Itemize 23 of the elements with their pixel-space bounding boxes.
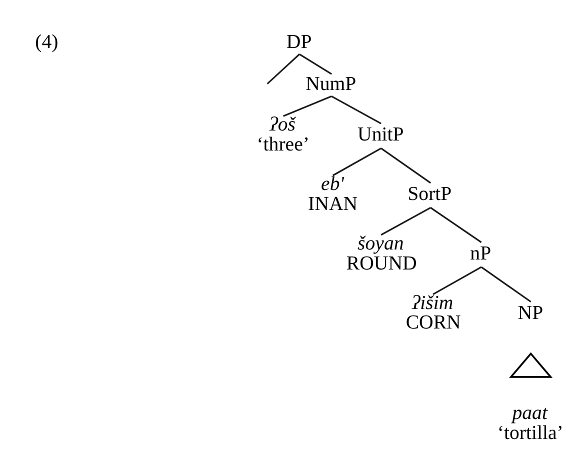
node-text: šoyan ROUND [346, 232, 417, 274]
node-text: paat ‘tortilla’ [497, 402, 564, 444]
node-text: eb' INAN [308, 172, 358, 214]
connector [283, 95, 332, 116]
connector [380, 147, 432, 184]
connector [430, 206, 482, 242]
node-text: nP [470, 242, 492, 264]
connector [380, 206, 431, 236]
node-text: DP [286, 30, 312, 52]
connector [432, 266, 482, 295]
node-text: UnitP [358, 123, 404, 146]
label: (4) [35, 30, 58, 52]
connector [331, 95, 382, 124]
connector [298, 53, 332, 74]
connector [332, 147, 382, 176]
node-text: SortP [408, 182, 452, 205]
connector [266, 53, 300, 84]
connector [480, 266, 532, 302]
node-text: NumP [306, 72, 356, 94]
node-text: ʔišim CORN [406, 291, 461, 334]
node-text: NP [518, 301, 544, 324]
node-text: ʔoš ‘three’ [256, 113, 310, 156]
node-triangle [509, 352, 553, 378]
